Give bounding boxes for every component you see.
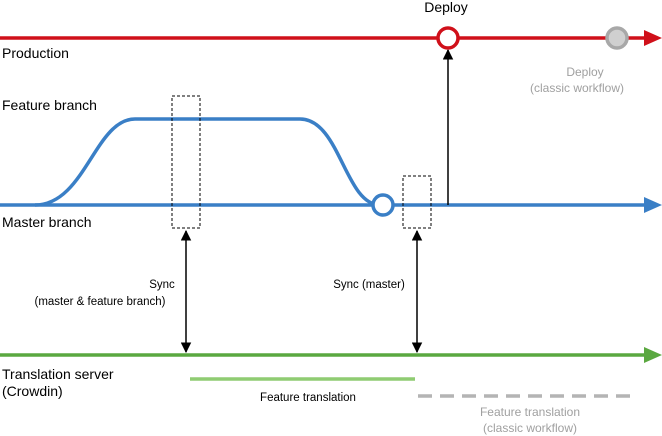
deploy-node-icon — [436, 26, 460, 50]
merge-node-icon — [371, 193, 395, 217]
translation-arrowhead-icon — [644, 347, 662, 363]
translation-line — [0, 347, 662, 363]
deploy-classic-node-icon — [605, 26, 629, 50]
deploy-classic-label-line1: Deploy — [566, 65, 603, 79]
sync-feature-label-line1: Sync — [149, 279, 175, 291]
translation-server-label-line1: Translation server — [2, 366, 114, 382]
sync-box-master — [402, 175, 432, 229]
production-label: Production — [2, 45, 69, 61]
deploy-classic-label-line2: (classic workflow) — [530, 81, 624, 95]
feature-branch-label: Feature branch — [2, 97, 97, 113]
production-line — [0, 30, 662, 46]
master-arrowhead-icon — [644, 197, 662, 213]
feature-translation-label: Feature translation — [260, 392, 356, 404]
sync-box-feature — [171, 95, 201, 229]
feature-translation-classic-label-line2: (classic workflow) — [483, 421, 577, 435]
feature-branch-curve — [34, 117, 381, 207]
production-arrowhead-icon — [644, 30, 662, 46]
feature-translation-classic-label-line1: Feature translation — [480, 405, 580, 419]
master-branch-label: Master branch — [2, 214, 91, 230]
translation-server-label-line2: (Crowdin) — [2, 383, 63, 399]
sync-feature-label-line2: (master & feature branch) — [34, 296, 165, 308]
master-line — [0, 197, 662, 213]
sync-master-label: Sync (master) — [333, 279, 405, 291]
deploy-label: Deploy — [424, 0, 468, 15]
